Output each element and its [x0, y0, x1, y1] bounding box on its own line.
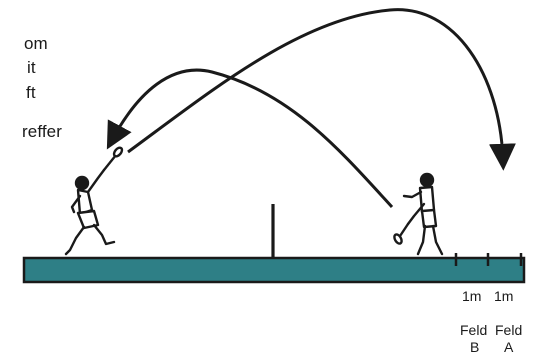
- left-player-figure: [66, 146, 124, 254]
- court-ground: [24, 258, 524, 282]
- field-a-label-line2: A: [504, 339, 513, 355]
- distance-label-left: 1m: [462, 288, 481, 304]
- field-a-label-line1: Feld: [495, 322, 522, 338]
- field-b-label-line1: Feld: [460, 322, 487, 338]
- right-player-figure: [393, 174, 442, 254]
- trajectory-serve-arrow: [128, 10, 503, 160]
- field-b-label-line2: B: [470, 339, 479, 355]
- distance-label-right: 1m: [494, 288, 513, 304]
- trajectory-return-arrow: [112, 70, 392, 207]
